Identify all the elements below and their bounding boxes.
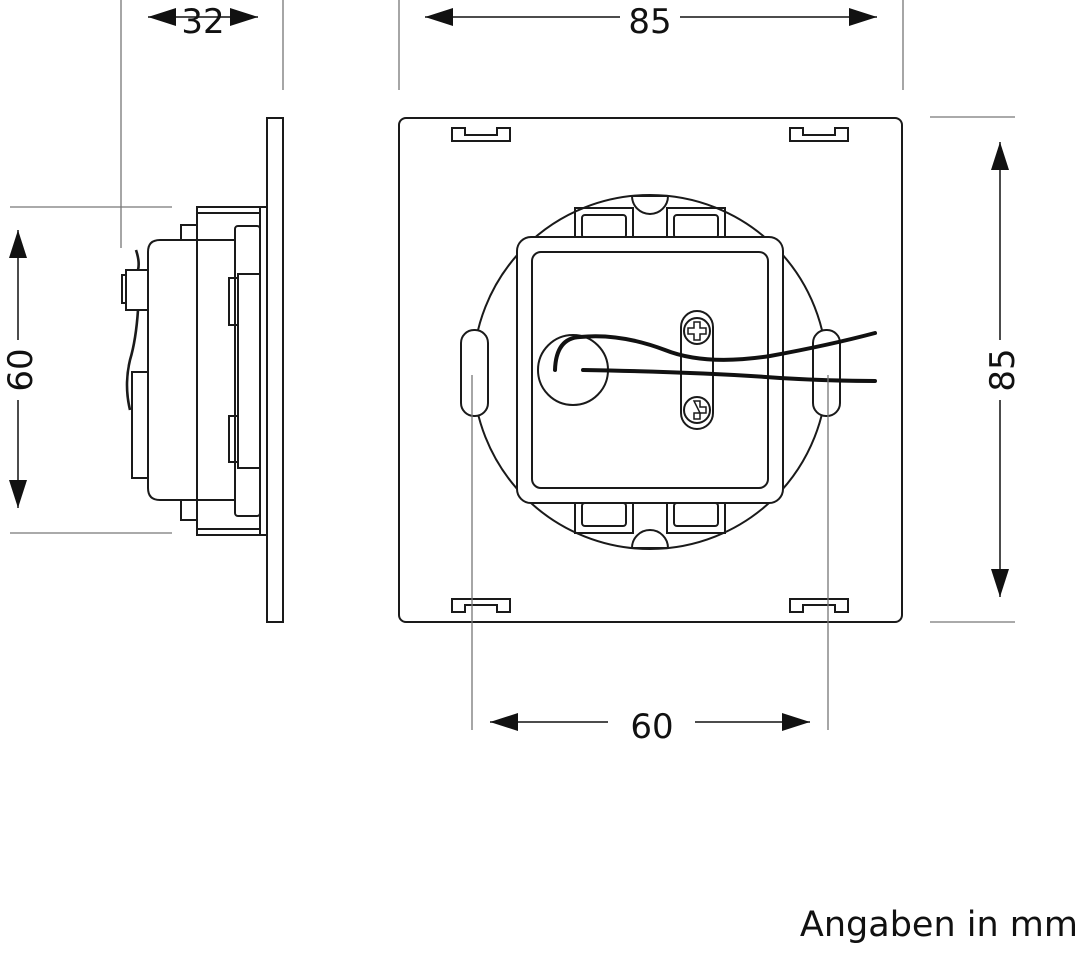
mounting-hole-right — [812, 329, 841, 417]
wire — [581, 368, 877, 383]
screw-strap — [680, 310, 714, 430]
dim-label-side-depth: 32 — [181, 2, 224, 42]
wire — [553, 331, 877, 372]
mounting-hole-left — [460, 329, 489, 417]
side-body — [147, 239, 235, 501]
side-view: 32 60 — [1, 0, 284, 623]
screw-icon — [683, 317, 711, 345]
dim-label-mount-spacing: 60 — [630, 707, 673, 747]
housing-inner — [531, 251, 769, 489]
dim-label-front-height: 85 — [983, 348, 1023, 391]
dim-label-side-height: 60 — [1, 348, 41, 391]
units-caption: Angaben in mm — [799, 905, 1078, 945]
front-view: 85 85 60 — [398, 0, 1023, 747]
side-cover-plate — [266, 117, 284, 623]
front-cover-plate — [398, 117, 903, 623]
side-connector — [125, 269, 149, 311]
side-wire — [125, 249, 140, 411]
dim-label-front-width: 85 — [628, 2, 671, 42]
screw-icon — [683, 396, 711, 424]
